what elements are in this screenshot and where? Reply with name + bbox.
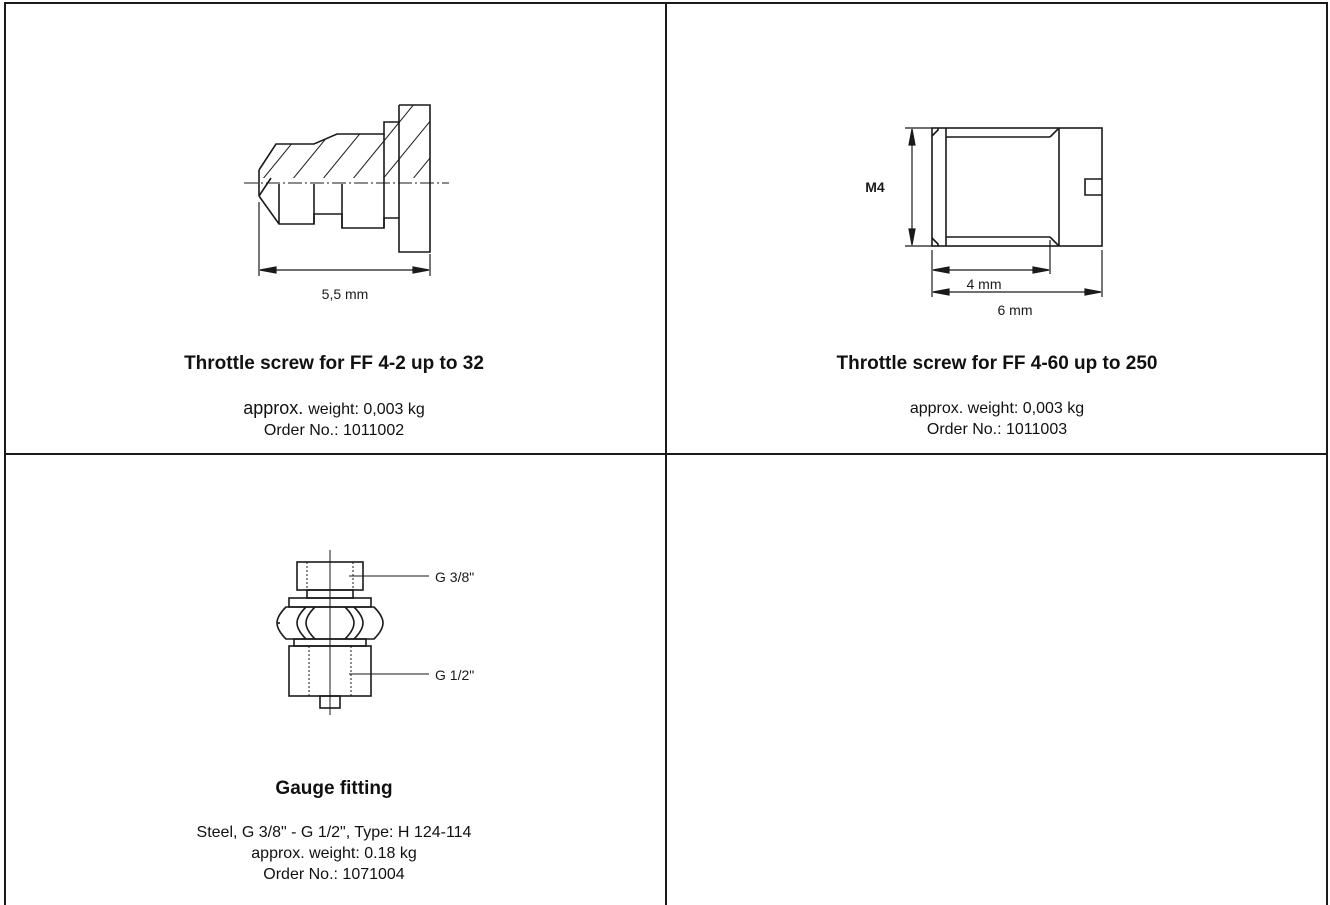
product-details: approx. weight: 0,003 kg Order No.: 1011… xyxy=(4,398,664,441)
weight-line: approx. weight: 0,003 kg xyxy=(243,398,425,418)
order-number: Order No.: 1011002 xyxy=(263,422,405,439)
cell-throttle-screw-small: 5,5 mm Throttle screw for FF 4-2 up to 3… xyxy=(4,2,665,453)
product-title: Gauge fitting xyxy=(275,778,393,799)
cell-gauge-fitting: G 3/8" G 1/2" Gauge fitting Steel, G 3/8… xyxy=(4,455,665,905)
throttle-screw-small-drawing: 5,5 mm xyxy=(244,104,449,302)
label-g-3-8: G 3/8" xyxy=(435,569,474,585)
product-title: Throttle screw for FF 4-60 up to 250 xyxy=(836,353,1158,374)
cell-throttle-screw-large: M4 4 mm 6 mm Throttle screw for FF 4-60 … xyxy=(667,2,1328,453)
label-g-1-2: G 1/2" xyxy=(435,667,474,683)
product-details: Steel, G 3/8" - G 1/2", Type: H 124-114 … xyxy=(4,822,664,885)
order-number: Order No.: 1071004 xyxy=(263,866,405,883)
cell-empty xyxy=(667,455,1328,905)
throttle-screw-large-drawing: M4 4 mm 6 mm xyxy=(865,127,1103,318)
product-title: Throttle screw for FF 4-2 up to 32 xyxy=(184,353,484,374)
row-divider xyxy=(4,453,1328,455)
dimension-label-6mm: 6 mm xyxy=(998,302,1033,318)
product-details: approx. weight: 0,003 kg Order No.: 1011… xyxy=(667,398,1327,440)
weight-line: approx. weight: 0.18 kg xyxy=(251,845,417,862)
gauge-fitting-drawing: G 3/8" G 1/2" xyxy=(276,550,474,715)
dimension-label-5-5: 5,5 mm xyxy=(322,286,369,302)
dimension-label-4mm: 4 mm xyxy=(967,276,1002,292)
spec-line: Steel, G 3/8" - G 1/2", Type: H 124-114 xyxy=(196,824,472,841)
thread-label: M4 xyxy=(865,179,885,195)
order-number: Order No.: 1011003 xyxy=(926,421,1068,438)
weight-line: approx. weight: 0,003 kg xyxy=(909,400,1085,417)
